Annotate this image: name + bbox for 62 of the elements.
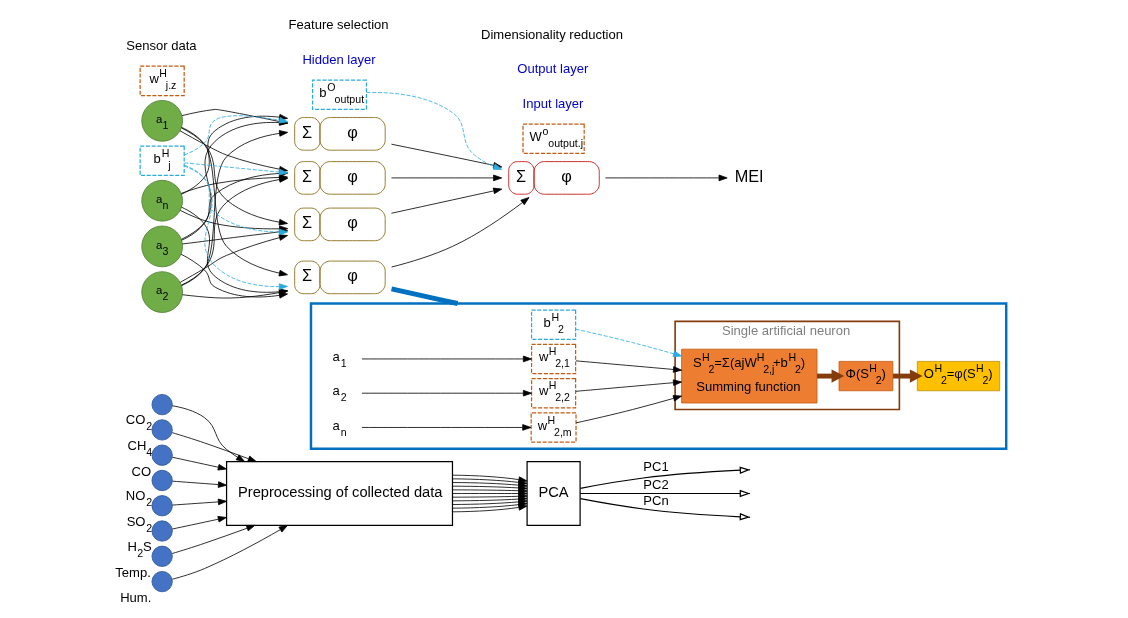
node-text: MEI [734,166,764,185]
arrow [452,474,528,483]
arrow [391,174,503,182]
arrow [171,405,245,462]
arrow [172,525,288,580]
arrow [817,369,845,383]
node-box: Φ(S$^{H}$$_{2}$) [838,361,894,392]
node-label: CH$_{4}$ [127,437,153,458]
node-circle [151,545,173,567]
arrow [575,360,682,373]
arrow [391,187,503,214]
node-box: S$^{H}$$_{2}$=Σ(ajW$^{H}$$_{2,j}$+b$^{H}$$_{2}$) Summing function [681,348,818,404]
node-circle [151,444,173,466]
node-circle [151,394,173,416]
arrow [361,355,532,363]
node-label: Hum. [120,590,152,606]
node-circle [151,495,173,517]
cluster [309,302,1008,450]
label: Sensor data [126,37,197,53]
node-text: a$_{n}$ [332,417,347,438]
node-circle [151,469,173,492]
arrow [391,197,530,268]
label: Output layer [517,61,589,77]
arrow [182,228,289,245]
arrow [172,498,227,506]
arrow [893,369,923,383]
arrow [579,498,751,521]
label: Dimensionality reduction [481,27,623,43]
arrow [361,389,532,397]
arrow [179,234,288,283]
edge-label: PC1 [643,458,669,474]
arrow [575,379,682,392]
arrow [575,328,683,357]
arrow [575,395,683,424]
node-text: a$_{1}$ [332,349,347,370]
arrow [171,516,227,530]
arrow [172,480,227,488]
node-box: PCA [526,461,581,526]
node-box: Preprocessing of collected data [225,461,454,526]
node-label: Temp. [115,564,151,580]
edge-label: PCn [643,492,669,508]
node-circle [151,419,173,441]
node-label: H$_{2}$S [127,538,152,559]
node-label: CO [131,463,152,479]
node-circle [151,520,173,542]
arrow [171,432,257,463]
node-circle [151,571,173,593]
node-label: SO$_{2}$ [126,513,153,534]
arrow [171,524,256,554]
node-box: O$^{H}$$_{2}$=φ(S$^{H}$$_{2}$) [916,361,1001,392]
connector [390,286,459,306]
label: Feature selection [288,17,389,33]
label: Hidden layer [302,51,376,67]
arrow [361,424,532,431]
edge-label: PC2 [643,477,669,493]
arrow [171,456,227,471]
arrow [579,466,751,489]
node-label: NO$_{2}$ [125,488,153,509]
label: Input layer [522,95,584,111]
node-label: CO$_{2}$ [125,412,153,433]
node-text: a$_{2}$ [332,383,347,404]
arrow [605,174,728,182]
